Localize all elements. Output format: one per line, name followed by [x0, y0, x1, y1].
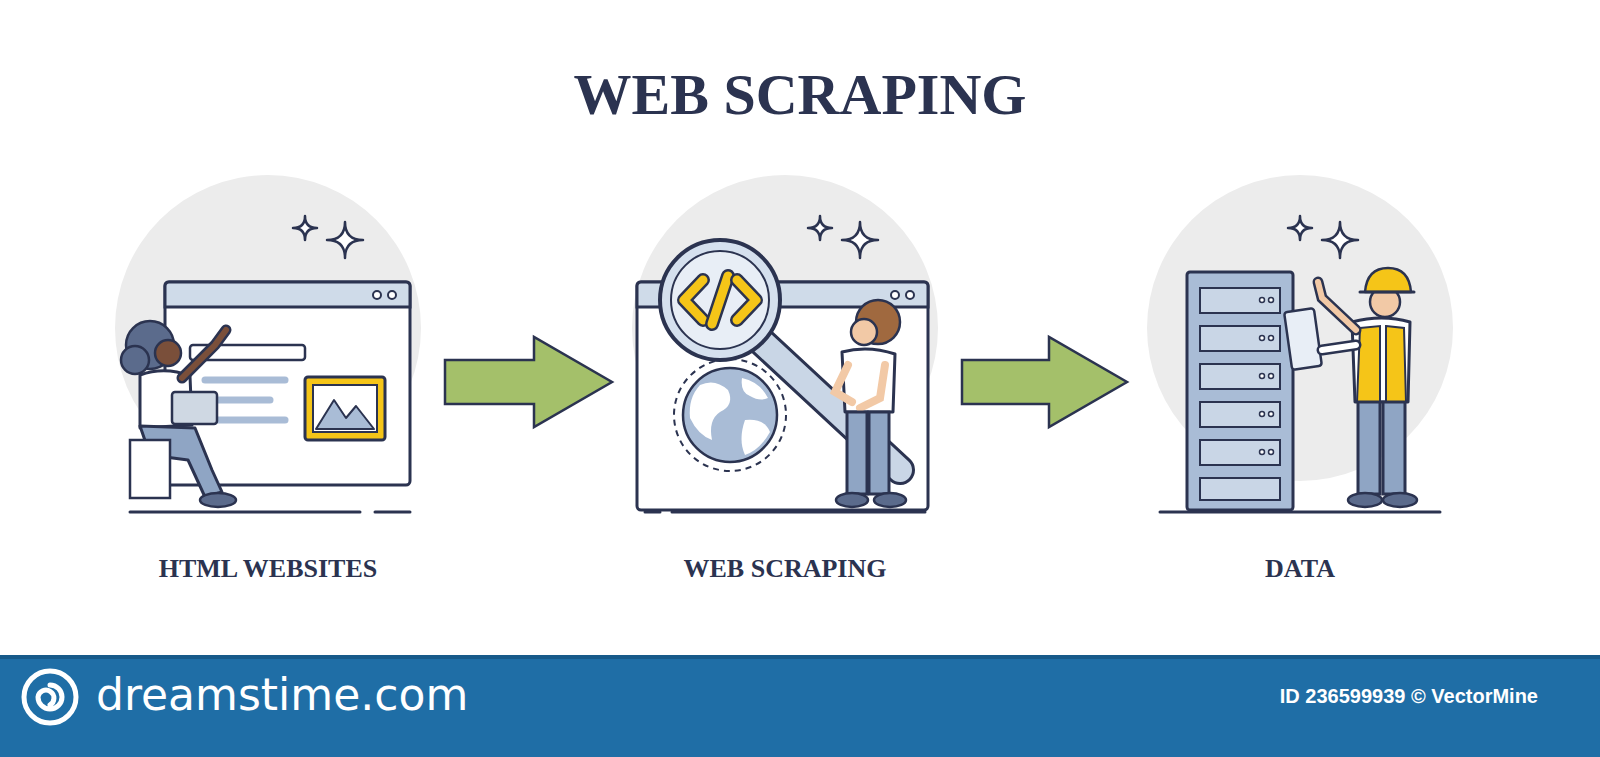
web-scraping-illustration	[632, 175, 938, 512]
panel-label: DATA	[1265, 553, 1335, 584]
data-server-illustration	[1147, 175, 1453, 512]
flow-arrow	[445, 337, 612, 427]
diagram-title: WEB SCRAPING	[0, 60, 1600, 130]
flow-arrow	[962, 337, 1127, 427]
panel-node: WEB SCRAPING	[620, 170, 950, 590]
panel-label: HTML WEBSITES	[159, 553, 377, 584]
panel-label: WEB SCRAPING	[684, 553, 887, 584]
watermark-logo-text: dreamstime.com	[96, 669, 468, 722]
panel-node: HTML WEBSITES	[103, 170, 433, 590]
panel-node: DATA	[1135, 170, 1465, 590]
footer-band	[0, 655, 1600, 757]
image-id-credit: ID 236599939 © VectorMine	[1280, 684, 1538, 708]
html-website-illustration	[115, 175, 421, 512]
